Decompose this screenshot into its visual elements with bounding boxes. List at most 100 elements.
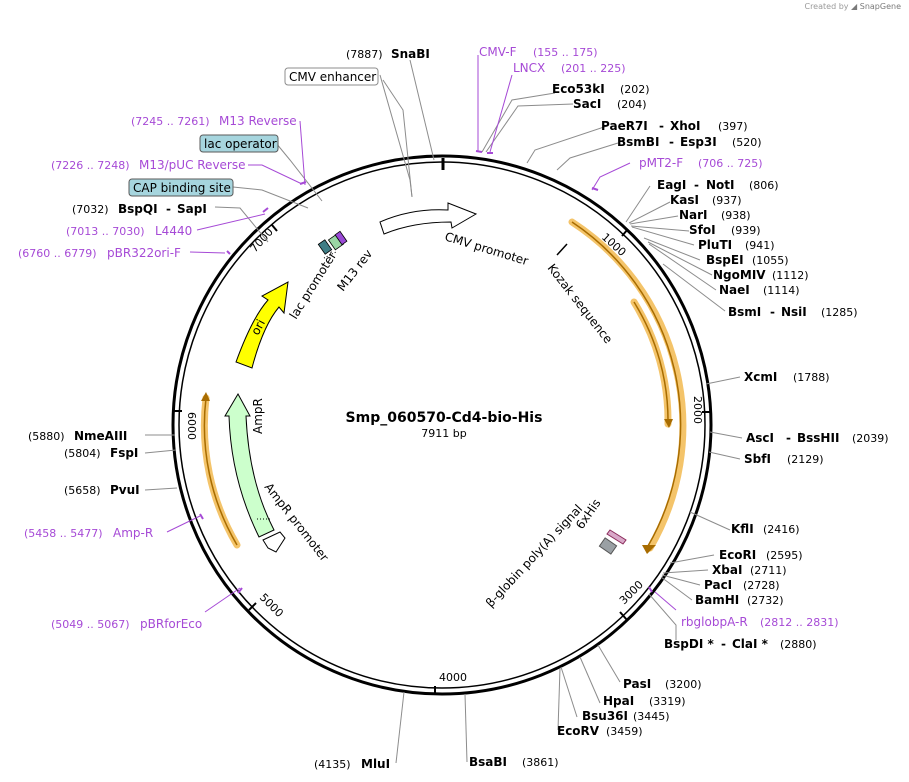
sapi-name: SapI: [177, 202, 207, 216]
rbglobpa-name: rbglobpA-R: [681, 615, 748, 629]
xcmi-name: XcmI: [744, 370, 777, 384]
saci-pos: (204): [617, 98, 647, 111]
orf-arrow: [571, 221, 682, 547]
naei-pos: (1114): [763, 284, 800, 297]
m13rev-name: M13 Reverse: [219, 114, 297, 128]
ngomiv-pos: (1112): [772, 269, 809, 282]
kasi-name: KasI: [670, 193, 699, 207]
ampr-primer-name: Amp-R: [113, 526, 153, 540]
ampr-label: AmpR: [251, 398, 265, 434]
tick-label-3000: 3000: [617, 578, 646, 607]
paer7i-sep: -: [659, 119, 664, 133]
bsabi-name: BsaBI: [469, 755, 507, 769]
ori-arrow: [235, 281, 289, 369]
kfli-pos: (2416): [763, 523, 800, 536]
bsmbi-name: BsmBI: [617, 135, 659, 149]
ampr-arrow: [224, 392, 275, 538]
fspi-name: FspI: [110, 446, 138, 460]
pmt2f-range: (706 .. 725): [698, 157, 763, 170]
ampr-primer-range: (5458 .. 5477): [24, 527, 103, 540]
pasi-name: PasI: [623, 677, 651, 691]
bspei-name: BspEI: [706, 253, 744, 267]
eco53ki-pos: (202): [620, 83, 650, 96]
cap-site-marker: [317, 239, 333, 255]
orf-arrowhead: [642, 545, 656, 554]
lac-operator-box: [199, 134, 279, 153]
cap-site-label: CAP binding site: [133, 181, 231, 195]
tick-marks: [174, 224, 710, 694]
esp3i-name: Esp3I: [680, 135, 717, 149]
paci-pos: (2728): [743, 579, 780, 592]
backbone-outer-circle: [171, 154, 713, 696]
asci-name: AscI: [746, 431, 774, 445]
bglobin-polya-label: β-globin poly(A) signal: [483, 502, 585, 610]
leader-lines: [144, 59, 743, 764]
cmv-promoter-arrow: [379, 202, 478, 235]
pvui-pos: (5658): [64, 484, 101, 497]
bsshii-pos: (2039): [852, 432, 889, 445]
ori-label: ori: [248, 317, 268, 337]
bamhi-pos: (2732): [747, 594, 784, 607]
kozak-label: Kozak sequence: [545, 261, 616, 346]
lac-promoter-label: lac promoter: [287, 249, 340, 322]
l4440-range: (7013 .. 7030): [66, 225, 145, 238]
kozak-mark: [556, 243, 568, 256]
pasi-pos: (3200): [665, 678, 702, 691]
tick-label-6000: 6000: [185, 412, 198, 440]
eagi-name: EagI: [657, 178, 686, 192]
snabi-name: SnaBI: [391, 47, 430, 61]
hpai-pos: (3319): [649, 695, 686, 708]
bamhi-name: BamHI: [695, 593, 739, 607]
m13-rev-label: M13 rev: [334, 247, 375, 294]
nsii-pos: (1285): [821, 306, 858, 319]
orf-inner-arrowhead: [664, 419, 673, 428]
nari-pos: (938): [721, 209, 751, 222]
snapgene-logo: ◢ SnapGene: [851, 2, 901, 11]
hpai-name: HpaI: [603, 694, 634, 708]
ngomiv-name: NgoMIV: [713, 268, 766, 282]
ecori-pos: (2595): [766, 549, 803, 562]
ecori-name: EcoRI: [719, 548, 756, 562]
m13-rev-marker: [334, 230, 348, 246]
saci-name: SacI: [573, 97, 601, 111]
kfli-name: KflI: [731, 522, 754, 536]
pmt2f-name: pMT2-F: [639, 156, 683, 170]
eco53ki-name: Eco53kI: [552, 82, 605, 96]
eagi-sep: -: [694, 178, 699, 192]
cap-site-box: [128, 178, 234, 197]
pbrfor-name: pBRforEco: [140, 617, 202, 631]
bspqi-pos: (7032): [72, 203, 109, 216]
cmv-promoter-label: CMV promoter: [443, 229, 530, 268]
noti-pos: (806): [749, 179, 779, 192]
bsmi-sep: -: [770, 305, 775, 319]
lac-operator-label: lac operator: [204, 137, 277, 151]
nsii-name: NsiI: [781, 305, 807, 319]
paer7i-name: PaeR7I: [601, 119, 648, 133]
snapgene-brand-text: SnapGene: [859, 2, 901, 11]
ampr-orf-arrowhead: [201, 392, 210, 401]
clai-pos: (2880): [780, 638, 817, 651]
m13puc-name: M13/pUC Reverse: [139, 158, 246, 172]
bsshii-name: BssHII: [797, 431, 839, 445]
bspdi-name: BspDI *: [664, 637, 714, 651]
ampr-orf-arrow: [203, 397, 238, 546]
ampr-promoter-label: AmpR promoter: [262, 480, 332, 564]
orf-inner-outline: [630, 298, 672, 428]
l4440-name: L4440: [155, 224, 192, 238]
lncx-range: (201 .. 225): [561, 62, 626, 75]
bsabi-pos: (3861): [522, 756, 559, 769]
rbglobpa-range: (2812 .. 2831): [760, 616, 839, 629]
tick-label-7000: 7000: [248, 226, 276, 256]
bglobin-polya-marker: [598, 537, 618, 555]
xcmi-pos: (1788): [793, 371, 830, 384]
nmeaiii-pos: (5880): [28, 430, 65, 443]
tick-5000: [248, 602, 257, 611]
tick-3000: [619, 611, 628, 621]
sfoi-name: SfoI: [689, 223, 716, 237]
snabi-pos: (7887): [346, 48, 383, 61]
bspqi-sep: -: [166, 202, 171, 216]
bsmi-name: BsmI: [728, 305, 761, 319]
bspqi-name: BspQI: [118, 202, 158, 216]
cmv-enhancer-box: [284, 67, 379, 86]
